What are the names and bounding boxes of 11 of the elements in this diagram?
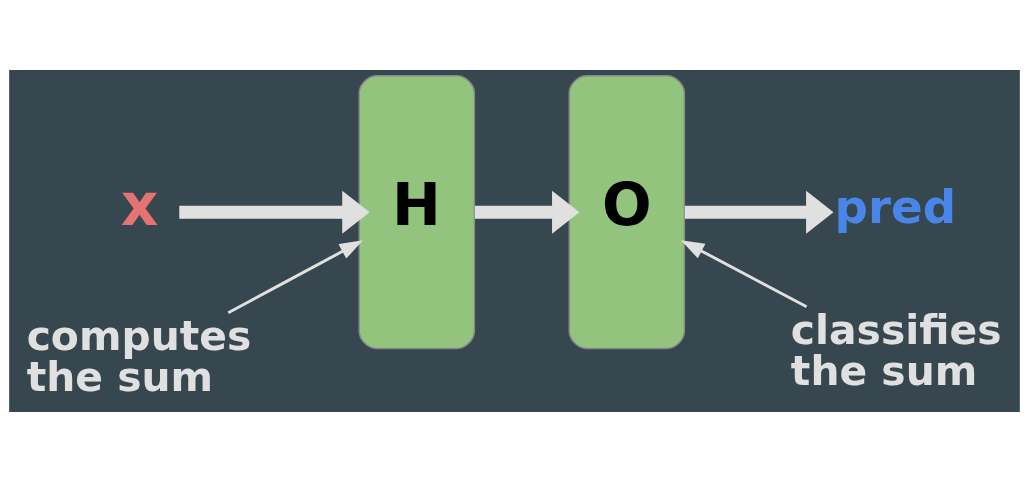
node-box: O bbox=[568, 75, 686, 350]
node-box: H bbox=[358, 75, 476, 350]
arrow bbox=[680, 240, 808, 308]
node-text: computes the sum bbox=[26, 311, 252, 401]
arrow bbox=[474, 190, 580, 234]
node-text: pred bbox=[834, 179, 957, 234]
node-text: x bbox=[120, 171, 159, 240]
arrow bbox=[227, 240, 363, 314]
arrow bbox=[179, 190, 370, 234]
node-text: classifies the sum bbox=[790, 306, 1002, 395]
arrow bbox=[684, 190, 834, 234]
